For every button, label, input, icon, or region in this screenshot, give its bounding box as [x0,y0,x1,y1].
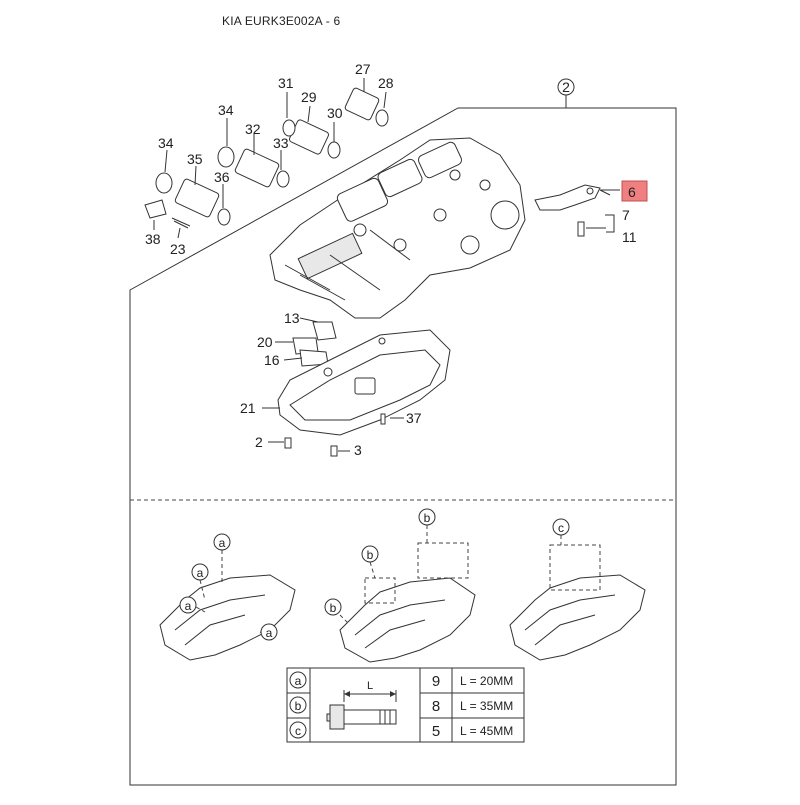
callout-38: 38 [145,231,161,247]
marker-a-1: a [219,536,226,550]
oil-filter-parts: 13 20 16 21 37 2 3 [240,310,451,458]
bolt-length-table: a b c L 9 8 5 L = 20MM L = 35 [286,667,525,743]
callout-6: 6 [628,184,636,200]
marker-b-3: b [330,601,337,615]
marker-a-4: a [266,626,273,640]
callout-34-lower: 34 [158,135,174,151]
detail-view-a: a a a a [159,533,296,661]
callout-11: 11 [622,229,637,245]
callout-13: 13 [284,310,300,326]
table-marker-b: b [295,699,302,713]
callout-32: 32 [245,121,261,137]
callout-36: 36 [214,169,230,185]
callout-34-upper: 34 [218,102,234,118]
callout-37: 37 [406,410,422,426]
marker-c-1: c [558,521,564,535]
detail-view-c: c [509,518,646,661]
sleeve-parts [144,87,389,229]
callout-27: 27 [355,61,371,77]
callout-29: 29 [301,89,317,105]
detail-view-b: b b b [324,508,476,663]
length-row-b: L = 35MM [460,699,513,713]
callout-2-bolt: 2 [255,434,263,450]
length-row-a: L = 20MM [460,674,513,688]
marker-a-2: a [197,566,204,580]
callout-31: 31 [278,75,294,91]
marker-a-3: a [185,599,192,613]
callout-33: 33 [273,135,289,151]
callout-20: 20 [257,334,273,350]
qty-row-c: 5 [432,723,440,740]
assembly-frame [129,107,677,786]
table-marker-c: c [295,724,301,738]
callout-3: 3 [354,442,362,458]
marker-b-1: b [424,511,431,525]
callout-21: 21 [240,400,256,416]
qty-row-b: 8 [432,698,440,715]
callouts-upper-left: 27 28 29 30 31 32 33 34 34 35 36 38 23 [145,61,394,257]
bolt-dimension-label: L [367,680,373,692]
bolt-illustration: L [326,680,397,730]
callout-16: 16 [264,352,280,368]
callout-28: 28 [378,75,394,91]
callout-2: 2 [562,79,570,95]
table-marker-a: a [295,674,302,688]
diagram-title: KIA EURK3E002A - 6 [222,14,341,28]
callout-6-highlight [621,180,648,202]
callout-7: 7 [622,207,630,223]
valve-body-assembly [269,137,526,319]
callout-35: 35 [187,151,203,167]
qty-row-a: 9 [432,673,440,690]
detent-spring-parts: 6 7 11 [534,180,648,245]
callout-23: 23 [170,241,186,257]
callout-30: 30 [327,105,343,121]
length-row-c: L = 45MM [460,724,513,738]
marker-b-2: b [367,548,374,562]
